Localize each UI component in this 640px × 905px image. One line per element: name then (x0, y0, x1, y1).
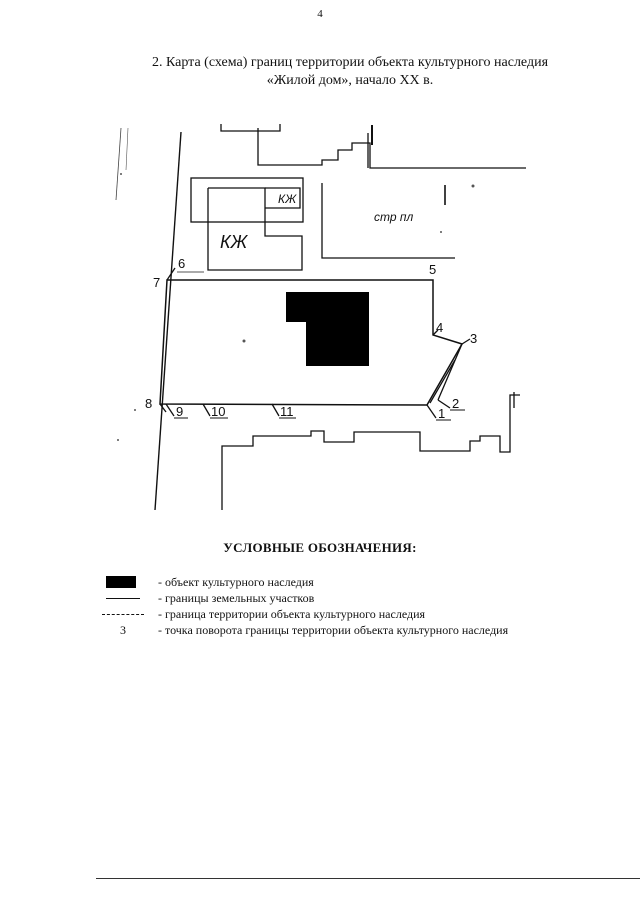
scan-speck (242, 339, 246, 343)
top-parcel-line (220, 124, 281, 132)
label-kzh-large: КЖ (220, 232, 249, 252)
legend: - объект культурного наследия - границы … (100, 574, 620, 638)
legend-symbol-solid-line (100, 590, 148, 606)
legend-symbol-object (100, 574, 148, 590)
point-label-6: 6 (178, 256, 185, 271)
street-outer-tick (125, 127, 129, 171)
building-kzh-small-box (265, 187, 301, 209)
boundary-wedge (437, 343, 463, 401)
legend-point-number: 3 (120, 623, 126, 637)
bottom-rule (96, 878, 640, 879)
leader-point-2 (437, 399, 451, 409)
street-edge-line (154, 131, 182, 511)
page-number: 4 (317, 8, 323, 20)
leader-point-8 (159, 403, 167, 413)
point-label-10: 10 (211, 404, 225, 419)
legend-text-land-plots: - границы земельных участков (158, 591, 315, 605)
boundary-wedge-inner (429, 359, 456, 404)
point-label-4: 4 (436, 320, 443, 335)
legend-text-turning-point: - точка поворота границы территории объе… (158, 623, 509, 637)
document-title: 2. Карта (схема) границ территории объек… (100, 54, 600, 90)
point-label-9: 9 (176, 404, 183, 419)
point-label-3: 3 (470, 331, 477, 346)
legend-text-territory-boundary: - граница территории объекта культурного… (158, 607, 426, 621)
scan-speck (117, 439, 119, 441)
upper-parcel-line (257, 128, 526, 169)
leader-point-11 (271, 403, 280, 417)
title-line-1: 2. Карта (схема) границ территории объек… (151, 55, 549, 70)
point-label-11: 11 (280, 404, 294, 419)
legend-item-land-plots: - границы земельных участков (100, 590, 620, 606)
legend-item-territory-boundary: - граница территории объекта культурного… (100, 606, 620, 622)
leader-point-4 (432, 329, 439, 336)
title-line-2: «Жилой дом», начало XX в. (266, 73, 434, 88)
point-label-5: 5 (429, 262, 436, 277)
label-str-pl: стр пл (374, 210, 413, 224)
boundary-segment-6-7 (166, 267, 176, 281)
point-label-8: 8 (145, 396, 152, 411)
leader-point-10 (202, 403, 211, 417)
legend-text-object: - объект культурного наследия (158, 575, 314, 589)
legend-heading: УСЛОВНЫЕ ОБОЗНАЧЕНИЯ: (223, 540, 417, 555)
street-outer-edge-line (115, 127, 122, 201)
scan-speck (471, 184, 475, 188)
scan-speck (120, 173, 122, 175)
heritage-object (286, 292, 369, 366)
legend-item-object: - объект культурного наследия (100, 574, 620, 590)
building-kzh-small-outline (190, 177, 304, 223)
leader-point-3 (461, 338, 471, 345)
point-label-2: 2 (452, 396, 459, 411)
legend-item-turning-point: 3 - точка поворота границы территории об… (100, 622, 620, 638)
leader-point-9 (165, 403, 175, 417)
point-label-1: 1 (438, 406, 445, 421)
lower-parcel-line (221, 394, 520, 510)
str-pl-parcel-line (321, 183, 455, 259)
point-label-7: 7 (153, 275, 160, 290)
label-kzh-small: КЖ (278, 192, 297, 206)
scan-speck (440, 231, 442, 233)
legend-symbol-point-number: 3 (100, 622, 148, 638)
scan-speck (134, 409, 136, 411)
legend-symbol-dashed-line (100, 606, 148, 622)
leader-point-1 (426, 404, 437, 419)
